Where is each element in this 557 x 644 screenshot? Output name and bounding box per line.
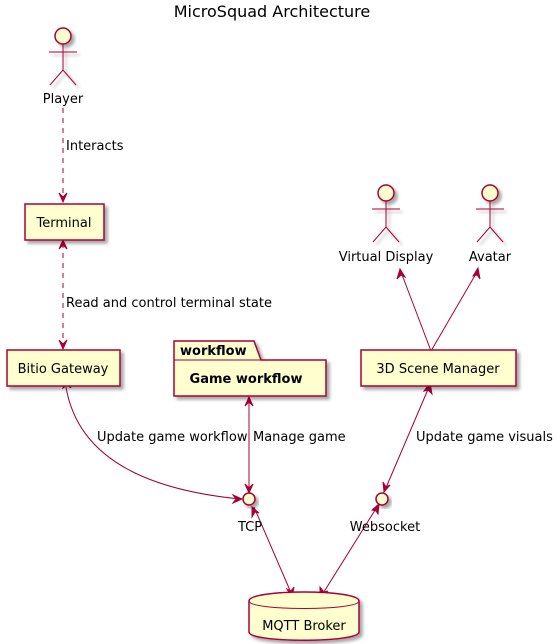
edge-scene-websocket: Update game visuals xyxy=(382,381,553,494)
edge-label-update-visuals: Update game visuals xyxy=(416,430,553,445)
edge-player-terminal: Interacts xyxy=(58,108,124,204)
interface-label-tcp: TCP xyxy=(237,520,262,535)
edge-terminal-gateway: Read and control terminal state xyxy=(58,238,272,351)
database-label: MQTT Broker xyxy=(262,619,346,634)
edge-workflow-tcp: Manage game xyxy=(244,395,346,495)
interface-tcp: TCP xyxy=(237,492,262,535)
package-tab-label: workflow xyxy=(180,344,247,359)
edge-scene-virtual-display xyxy=(396,267,432,352)
component-bitio-gateway: Bitio Gateway xyxy=(6,349,121,387)
database-mqtt-broker xyxy=(248,591,360,641)
edge-label-interacts: Interacts xyxy=(66,139,124,154)
actor-icon xyxy=(476,184,504,243)
component-label-terminal: Terminal xyxy=(36,216,92,231)
interface-label-websocket: Websocket xyxy=(350,520,420,535)
edge-gateway-tcp: Update game workflow xyxy=(62,377,248,505)
package-workflow xyxy=(173,340,327,397)
component-3d-scene-manager: 3D Scene Manager xyxy=(360,349,517,387)
edge-label-manage-game: Manage game xyxy=(253,430,346,445)
interface-websocket: Websocket xyxy=(350,492,420,535)
actor-label-virtual-display: Virtual Display xyxy=(339,250,434,265)
actor-label-player: Player xyxy=(43,92,84,107)
actor-avatar: Avatar xyxy=(469,184,512,265)
actor-icon xyxy=(49,27,77,86)
component-terminal: Terminal xyxy=(24,203,105,241)
actor-virtual-display: Virtual Display xyxy=(339,184,434,265)
edge-label-read-control: Read and control terminal state xyxy=(66,296,272,311)
package-title: Game workflow xyxy=(190,372,303,387)
diagram-title: MicroSquad Architecture xyxy=(174,2,371,21)
edge-scene-avatar xyxy=(430,266,481,352)
edge-label-update-workflow: Update game workflow xyxy=(97,430,248,445)
component-label-scene-manager: 3D Scene Manager xyxy=(376,362,500,377)
actor-label-avatar: Avatar xyxy=(469,250,512,265)
component-label-bitio-gateway: Bitio Gateway xyxy=(18,362,109,377)
edge-websocket-broker xyxy=(319,502,380,600)
actor-icon xyxy=(372,184,400,243)
actor-player: Player xyxy=(43,27,84,107)
